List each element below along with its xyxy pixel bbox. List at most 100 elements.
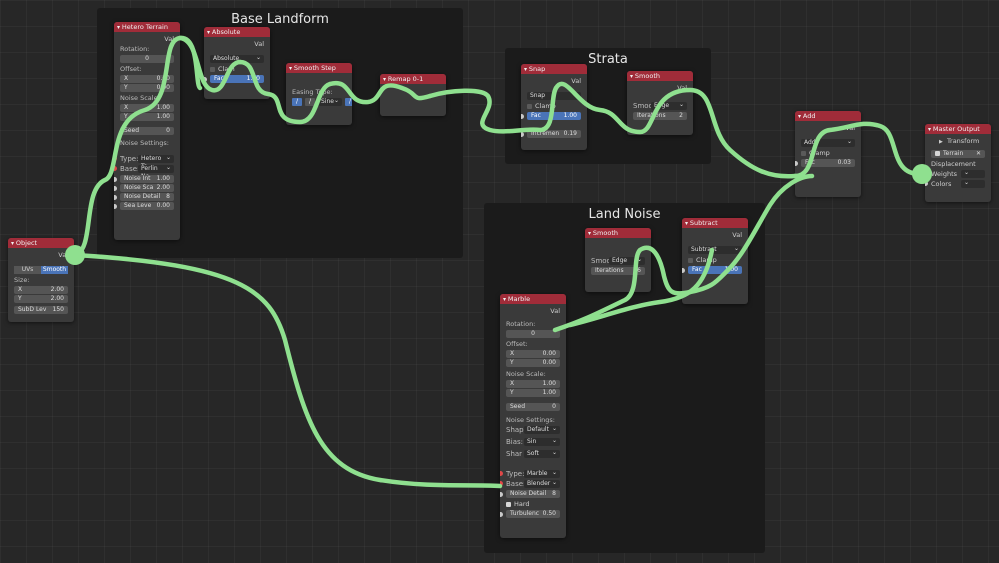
noise-scale-label: Noise Scale: — [120, 94, 160, 102]
base-row[interactable]: Base:Perlin Ne — [114, 164, 174, 180]
easing-dropdown[interactable]: Sine — [318, 98, 343, 106]
node-master-output[interactable]: Master Output ▶ Transform Terrain✕ Displ… — [925, 124, 991, 202]
node-header[interactable]: Marble — [500, 294, 566, 304]
uvs-option[interactable]: UVs — [14, 266, 41, 274]
sharpness-dropdown[interactable]: Soft — [524, 450, 560, 458]
clamp-checkbox[interactable]: Clamp — [801, 148, 855, 158]
node-header[interactable]: Smooth Step — [286, 63, 352, 73]
node-header[interactable]: Hetero Terrain — [114, 22, 180, 32]
node-header[interactable]: Smooth — [585, 228, 651, 238]
smooth-mode-dropdown[interactable]: Edge — [651, 102, 687, 110]
weights-label: Weights — [931, 170, 958, 178]
shape-dropdown[interactable]: Default — [524, 426, 560, 434]
base-dropdown[interactable]: Blender — [524, 480, 560, 488]
node-remap[interactable]: Remap 0-1 — [380, 74, 446, 116]
operation-dropdown[interactable]: Snap — [527, 92, 581, 100]
rotation-field[interactable]: 0 — [506, 330, 560, 338]
ease-curve-icon[interactable]: / — [345, 98, 352, 106]
base-row[interactable]: Base:Blender — [500, 479, 560, 489]
type-dropdown[interactable]: Marble — [524, 470, 560, 478]
output-value-label: Val — [571, 77, 581, 85]
frame-title: Strata — [588, 52, 628, 67]
node-header[interactable]: Absolute — [204, 27, 270, 37]
node-header[interactable]: Snap — [521, 64, 587, 74]
operation-dropdown[interactable]: Add — [801, 139, 855, 147]
node-header[interactable]: Add — [795, 111, 861, 121]
transform-row[interactable]: ▶ Transform — [939, 137, 980, 145]
rotation-label: Rotation: — [120, 45, 150, 53]
node-header[interactable]: Object — [8, 238, 74, 248]
operation-dropdown[interactable]: Subtract — [688, 246, 742, 254]
operation-dropdown[interactable]: Absolute — [210, 55, 264, 63]
terrain-field[interactable]: Terrain✕ — [931, 150, 985, 158]
smooth-option[interactable]: Smooth — [41, 266, 68, 274]
node-smooth-step[interactable]: Smooth Step Easing Type: // Sine / — [286, 63, 352, 125]
terrain-checkbox[interactable] — [935, 151, 940, 156]
node-header[interactable]: Remap 0-1 — [380, 74, 446, 84]
node-marble[interactable]: Marble Val Rotation: 0 Offset: X0.00 Y0.… — [500, 294, 566, 538]
base-dropdown[interactable]: Perlin Ne — [138, 165, 174, 180]
type-row[interactable]: Type:Hetero Te... — [114, 154, 174, 170]
node-header[interactable]: Master Output — [925, 124, 991, 134]
bias-dropdown[interactable]: Sin — [524, 438, 560, 446]
colors-dropdown[interactable] — [961, 180, 985, 188]
rotation-field[interactable]: 0 — [120, 55, 174, 63]
hard-checkbox[interactable]: Hard — [506, 499, 560, 509]
ease-out-icon[interactable]: / — [305, 98, 315, 106]
node-hetero-terrain[interactable]: Hetero Terrain Val Rotation: 0 Offset: X… — [114, 22, 180, 240]
type-dropdown[interactable]: Hetero Te... — [138, 155, 174, 170]
rotation-label: Rotation: — [506, 320, 536, 328]
smooth-mode-dropdown[interactable]: Edge — [609, 257, 645, 265]
weights-dropdown[interactable] — [961, 170, 985, 178]
type-row[interactable]: Type:Marble — [500, 469, 560, 479]
output-value-label: Val — [58, 251, 68, 259]
clamp-checkbox[interactable]: Clam — [210, 64, 264, 74]
node-header[interactable]: Subtract — [682, 218, 748, 228]
clamp-checkbox[interactable]: Clamp — [527, 101, 581, 111]
bias-row[interactable]: Bias:Sin — [506, 437, 560, 447]
clamp-checkbox[interactable]: Clamp — [688, 255, 742, 265]
offset-label: Offset: — [120, 65, 142, 73]
ease-in-icon[interactable]: / — [292, 98, 302, 106]
close-icon[interactable]: ✕ — [975, 150, 981, 157]
node-header[interactable]: Smooth — [627, 71, 693, 81]
